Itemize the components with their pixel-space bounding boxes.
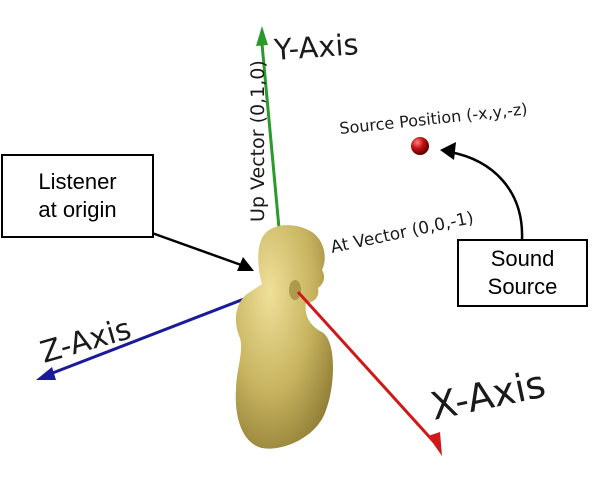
- y-axis-arrow: [256, 26, 281, 229]
- z-axis-label: Z-Axis: [37, 312, 136, 371]
- y-axis-label: Y-Axis: [272, 27, 359, 67]
- sound-source-callout-line-1: Sound: [490, 246, 555, 271]
- x-axis-arrow: [296, 290, 442, 456]
- at-vector-label: At Vector (0,0,-1): [329, 208, 476, 258]
- listener-pointer-arrow: [151, 231, 254, 271]
- listener-callout-line-2: at origin: [38, 197, 117, 222]
- sound-source-callout-box: Sound Source: [457, 239, 588, 307]
- x-axis-label: X-Axis: [427, 362, 549, 429]
- listener-head-figure: [235, 225, 333, 449]
- z-axis-arrow: [36, 290, 263, 380]
- sound-source-sphere: [411, 137, 429, 155]
- listener-callout-box: Listener at origin: [1, 154, 154, 238]
- up-vector-label: Up Vector (0,1,0): [247, 60, 269, 222]
- sound-source-pointer-arrow: [440, 142, 524, 241]
- sound-source-callout-line-2: Source: [487, 274, 558, 299]
- listener-callout-line-1: Listener: [38, 169, 117, 194]
- source-position-label: Source Position (-x,y,-z): [338, 99, 528, 138]
